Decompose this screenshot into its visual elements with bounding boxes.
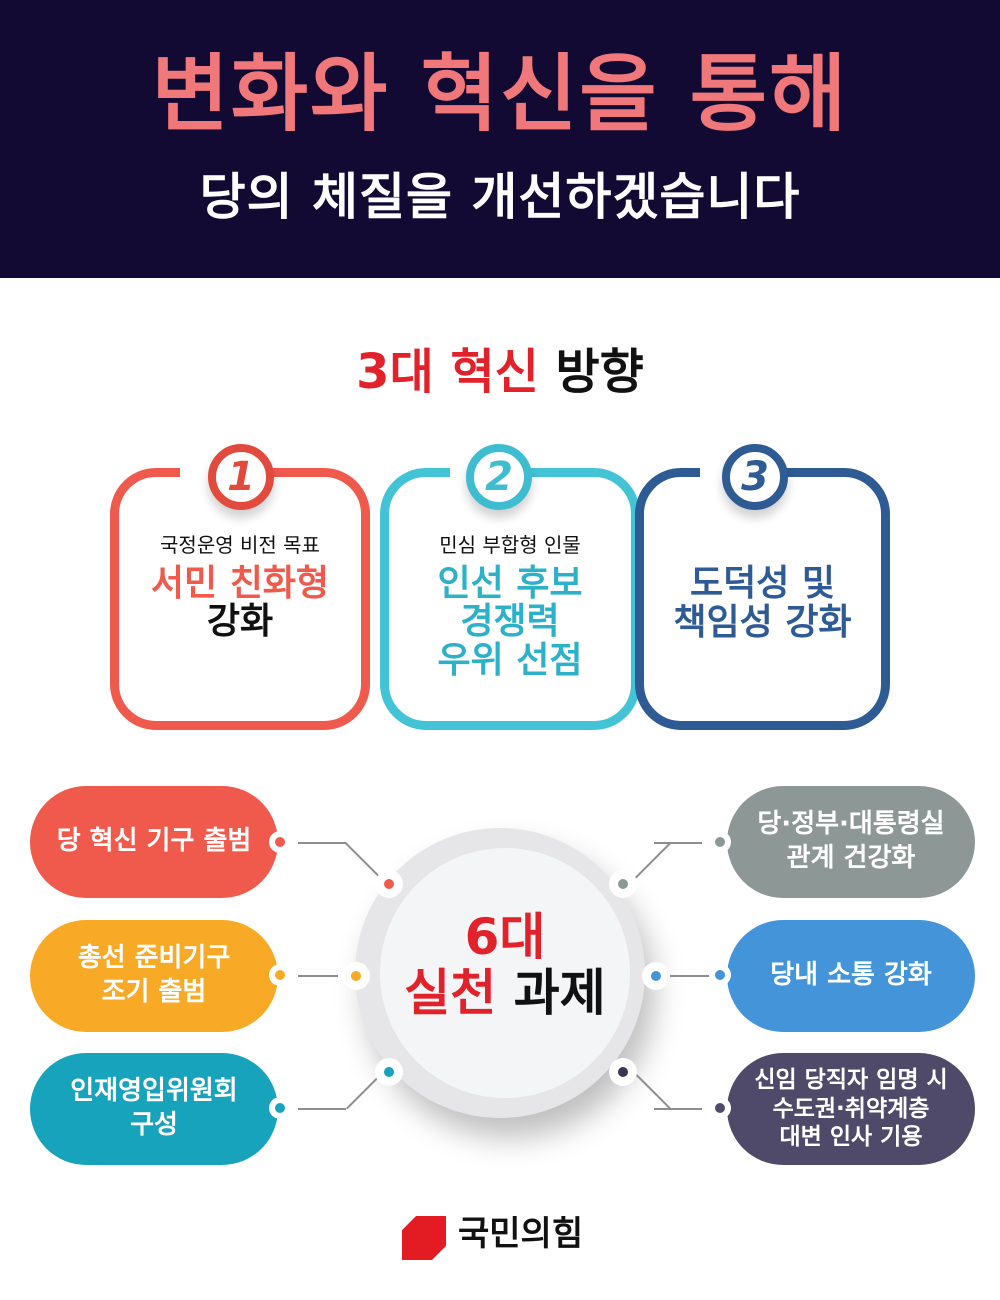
pill-dot [269, 1097, 291, 1119]
task-label: 당 혁신 기구 출범 [56, 826, 252, 857]
center-line2: 실천 과제 [380, 966, 630, 1021]
connector-line [298, 975, 338, 977]
task-label: 수도권·취약계층 [772, 1095, 930, 1122]
connector-line [344, 842, 382, 879]
card-3-line1: 도덕성 및 [689, 563, 835, 604]
task-label: 대변 인사 기용 [779, 1124, 923, 1151]
directions-title-black: 방향 [555, 344, 644, 400]
circle-dot [375, 870, 403, 898]
connector-line [298, 842, 346, 844]
circle-dot [609, 870, 637, 898]
task-label: 관계 건강화 [786, 843, 916, 873]
badge-1: 1 [208, 444, 274, 510]
header-banner: 변화와 혁신을 통해 당의 체질을 개선하겠습니다 [0, 0, 1000, 278]
center-line1: 6대 [464, 908, 546, 966]
task-label: 구성 [130, 1110, 178, 1140]
header-subtitle: 당의 체질을 개선하겠습니다 [199, 168, 801, 226]
header-title: 변화와 혁신을 통해 [151, 45, 849, 143]
circle-dot [342, 962, 370, 990]
connector-line [635, 841, 672, 879]
circle-dot [609, 1058, 637, 1086]
badge-2: 2 [466, 444, 532, 510]
circle-dot [375, 1058, 403, 1086]
directions-title: 3대 혁신 방향 [0, 348, 1000, 396]
pill-dot [709, 1097, 731, 1119]
pill-dot [709, 964, 731, 986]
card-2-line3: 경쟁력 [460, 601, 560, 643]
party-logo-icon [402, 1216, 446, 1260]
connector-line [670, 975, 710, 977]
connector-line [654, 1108, 702, 1110]
card-2-line4: 우위 선점 [437, 640, 583, 682]
pill-dot [709, 831, 731, 853]
direction-card-1: 국정운영 비전 목표 서민 친화형 강화 [110, 468, 370, 730]
task-pill-internal-communication: 당내 소통 강화 [727, 920, 975, 1032]
center-red: 실천 [404, 964, 497, 1022]
task-label: 총선 준비기구 [77, 943, 231, 974]
task-label: 신임 당직자 임명 시 [754, 1066, 948, 1093]
task-pill-party-innovation: 당 혁신 기구 출범 [30, 786, 278, 898]
task-label: 조기 출범 [101, 977, 207, 1007]
center-black: 과제 [513, 964, 606, 1022]
circle-dot [642, 962, 670, 990]
connector-line [654, 842, 702, 844]
card-2-line2: 인선 후보 [437, 562, 583, 604]
card-1-line2: 서민 친화형 [150, 562, 330, 604]
card-3-line2: 책임성 강화 [673, 601, 852, 643]
task-label: 인재영입위원회 [70, 1076, 238, 1107]
card-2-line1: 민심 부합형 인물 [439, 533, 581, 557]
connector-line [298, 1108, 346, 1110]
task-label: 당·정부·대통령실 [757, 809, 945, 840]
task-label: 당내 소통 강화 [770, 960, 932, 991]
party-logo-text: 국민의힘 [458, 1214, 584, 1254]
center-circle [380, 848, 630, 1098]
pill-dot [269, 831, 291, 853]
connector-line [634, 1073, 672, 1110]
card-1-line1: 국정운영 비전 목표 [160, 533, 320, 557]
badge-3: 3 [722, 444, 788, 510]
direction-card-2: 민심 부합형 인물 인선 후보 경쟁력 우위 선점 [380, 468, 640, 730]
card-3-gap [700, 464, 728, 482]
card-1-line3: 강화 [206, 601, 274, 643]
directions-title-red: 3대 혁신 [356, 344, 539, 400]
pill-dot [269, 964, 291, 986]
